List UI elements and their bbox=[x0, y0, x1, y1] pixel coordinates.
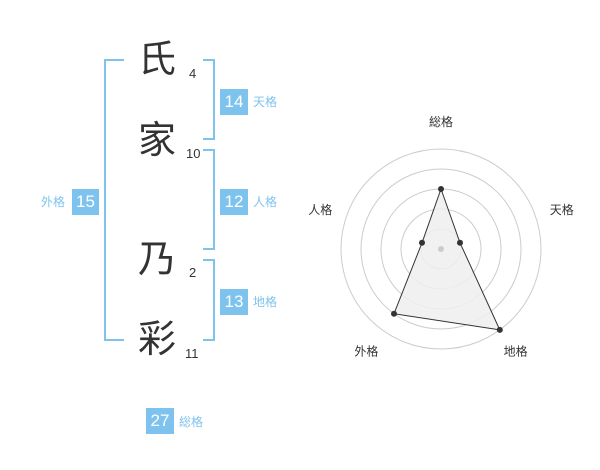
stroke-count-1: 4 bbox=[189, 66, 197, 81]
radar-axis-label-2: 天格 bbox=[550, 202, 574, 217]
tenkaku-label: 天格 bbox=[253, 95, 278, 109]
radar-axis-label-1: 総格 bbox=[429, 114, 453, 129]
chikaku-value: 13 bbox=[220, 289, 248, 315]
radar-point-5 bbox=[419, 239, 425, 246]
name-char-3: 乃 bbox=[137, 237, 176, 281]
radar-axis-label-5: 人格 bbox=[308, 202, 332, 217]
name-char-1: 氏 bbox=[137, 37, 176, 81]
chikaku-bracket bbox=[203, 259, 215, 341]
radar-point-1 bbox=[438, 186, 444, 192]
radar-axis-label-3: 地格 bbox=[504, 344, 528, 359]
radar-series bbox=[391, 186, 503, 333]
radar-grid-ring-4 bbox=[360, 168, 522, 330]
jinkaku-bracket bbox=[203, 149, 215, 250]
name-char-2: 家 bbox=[137, 118, 176, 162]
gaikaku-value: 15 bbox=[72, 189, 99, 215]
stroke-count-3: 2 bbox=[189, 265, 197, 280]
tenkaku-bracket bbox=[203, 59, 215, 140]
radar-axis-label-4: 外格 bbox=[354, 344, 378, 359]
soukaku-value: 27 bbox=[146, 408, 174, 434]
radar-point-2 bbox=[457, 239, 463, 246]
radar-point-3 bbox=[496, 326, 503, 333]
gaikaku-bracket bbox=[104, 59, 124, 341]
tenkaku-value: 14 bbox=[220, 89, 248, 115]
jinkaku-value: 12 bbox=[220, 189, 248, 215]
radar-center-point bbox=[438, 246, 444, 252]
name-char-4: 彩 bbox=[137, 317, 176, 361]
radar-series-area bbox=[393, 187, 501, 331]
jinkaku-label: 人格 bbox=[253, 195, 278, 209]
stroke-count-4: 11 bbox=[185, 346, 199, 361]
soukaku-label: 総格 bbox=[179, 415, 204, 429]
radar-grid-ring-5 bbox=[340, 148, 542, 350]
stroke-count-2: 10 bbox=[186, 146, 201, 161]
chikaku-label: 地格 bbox=[253, 295, 278, 309]
gaikaku-label: 外格 bbox=[41, 195, 66, 209]
radar-point-4 bbox=[391, 310, 397, 317]
